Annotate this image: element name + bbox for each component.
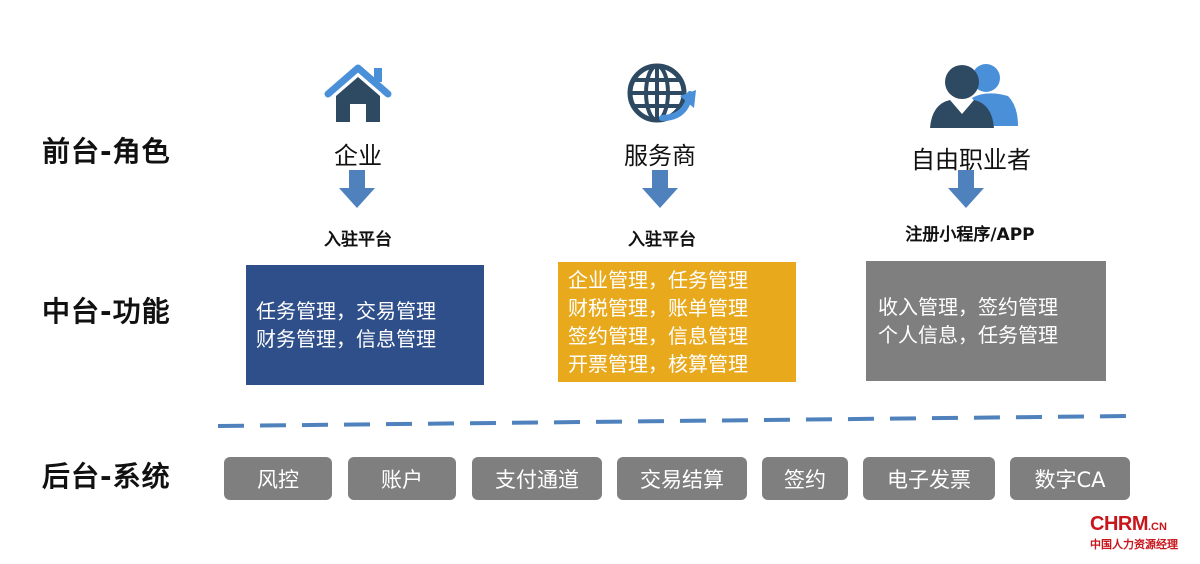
- role-name-enterprise: 企业: [334, 142, 382, 170]
- function-box-provider: 企业管理，任务管理 财税管理，账单管理 签约管理，信息管理 开票管理，核算管理: [558, 262, 796, 382]
- system-pill: 数字CA: [1010, 457, 1130, 500]
- logo-subtitle: 中国人力资源经理: [1090, 538, 1178, 551]
- users-icon: [930, 64, 1018, 128]
- role-name-freelancer: 自由职业者: [911, 146, 1031, 174]
- function-line: 收入管理，签约管理: [878, 295, 1058, 319]
- row-label-back: 后台-系统: [42, 460, 171, 493]
- role-name-provider: 服务商: [624, 142, 696, 170]
- function-line: 任务管理，交易管理: [256, 299, 436, 323]
- dashed-separator: [217, 414, 1131, 428]
- function-box-enterprise: 任务管理，交易管理 财务管理，信息管理: [246, 265, 484, 385]
- system-pill: 签约: [762, 457, 848, 500]
- system-pill: 风控: [224, 457, 332, 500]
- function-line: 财税管理，账单管理: [568, 296, 748, 320]
- system-pill: 电子发票: [863, 457, 995, 500]
- entry-label-provider: 入驻平台: [628, 230, 696, 250]
- function-line: 企业管理，任务管理: [568, 268, 748, 292]
- function-line: 签约管理，信息管理: [568, 324, 748, 348]
- row-label-middle: 中台-功能: [42, 295, 171, 328]
- function-line: 个人信息，任务管理: [878, 323, 1058, 347]
- system-pill: 支付通道: [472, 457, 602, 500]
- row-label-front: 前台-角色: [42, 135, 171, 168]
- arrow-down-icon: [339, 170, 375, 208]
- function-box-freelancer: 收入管理，签约管理 个人信息，任务管理: [866, 261, 1106, 381]
- function-line: 财务管理，信息管理: [256, 327, 436, 351]
- system-pill: 账户: [348, 457, 456, 500]
- chrm-logo: CHRM.CN 中国人力资源经理: [1090, 514, 1196, 553]
- arrow-down-icon: [642, 170, 678, 208]
- system-pill: 交易结算: [617, 457, 747, 500]
- house-icon: [324, 64, 392, 122]
- function-line: 开票管理，核算管理: [568, 352, 748, 376]
- globe-icon: [627, 63, 696, 123]
- entry-label-freelancer: 注册小程序/APP: [905, 225, 1035, 245]
- entry-label-enterprise: 入驻平台: [324, 230, 392, 250]
- logo-main: CHRM: [1090, 513, 1149, 535]
- arrow-down-icon: [948, 170, 984, 208]
- logo-suffix: .CN: [1148, 521, 1167, 533]
